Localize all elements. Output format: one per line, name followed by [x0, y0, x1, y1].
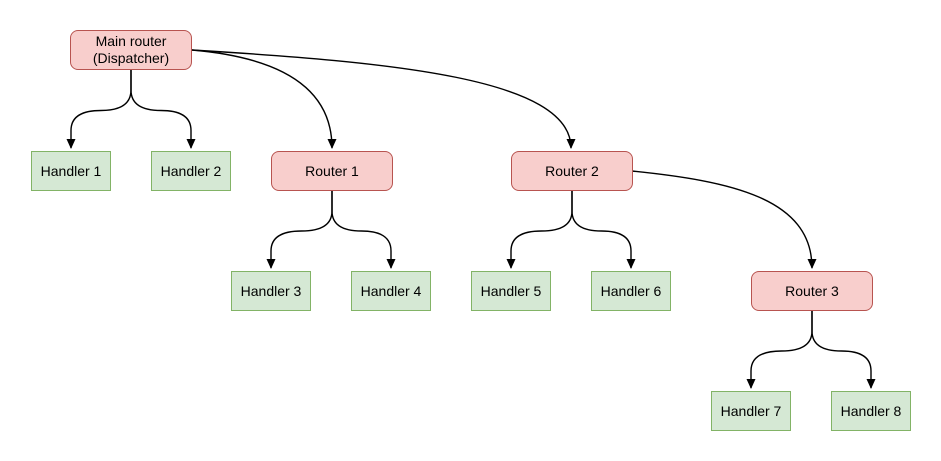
- node-handler-1-label: Handler 1: [40, 162, 102, 179]
- edge-router3-to-handler7: [746, 311, 813, 389]
- node-handler-2: Handler 2: [151, 151, 231, 191]
- node-handler-4-label: Handler 4: [360, 282, 422, 299]
- node-handler-8-label: Handler 8: [840, 402, 902, 419]
- node-main-router: Main router (Dispatcher): [70, 30, 192, 70]
- edge-main-to-router2: [191, 49, 576, 149]
- node-router-2: Router 2: [511, 151, 633, 191]
- node-handler-3-label: Handler 3: [240, 282, 302, 299]
- node-handler-7-label: Handler 7: [720, 402, 782, 419]
- node-router-2-label: Router 2: [545, 162, 599, 179]
- edge-router2-to-handler5: [506, 191, 573, 269]
- edge-main-to-handler1: [66, 70, 132, 149]
- node-handler-8: Handler 8: [831, 391, 911, 431]
- edge-main-to-handler2: [130, 70, 196, 149]
- node-router-3-label: Router 3: [785, 282, 839, 299]
- node-handler-5: Handler 5: [471, 271, 551, 311]
- edge-router2-to-router3: [631, 170, 817, 269]
- node-handler-6: Handler 6: [591, 271, 671, 311]
- edge-main-to-router1: [191, 49, 337, 149]
- node-router-3: Router 3: [751, 271, 873, 311]
- edge-router2-to-handler6: [571, 191, 636, 269]
- node-handler-6-label: Handler 6: [600, 282, 662, 299]
- node-handler-2-label: Handler 2: [160, 162, 222, 179]
- node-handler-4: Handler 4: [351, 271, 431, 311]
- node-handler-7: Handler 7: [711, 391, 791, 431]
- node-handler-5-label: Handler 5: [480, 282, 542, 299]
- node-main-router-label: Main router (Dispatcher): [92, 33, 170, 66]
- node-router-1: Router 1: [271, 151, 393, 191]
- edge-router3-to-handler8: [811, 311, 876, 389]
- edge-router1-to-handler3: [266, 191, 333, 269]
- node-handler-1: Handler 1: [31, 151, 111, 191]
- node-handler-3: Handler 3: [231, 271, 311, 311]
- node-router-1-label: Router 1: [305, 162, 359, 179]
- edge-router1-to-handler4: [331, 191, 396, 269]
